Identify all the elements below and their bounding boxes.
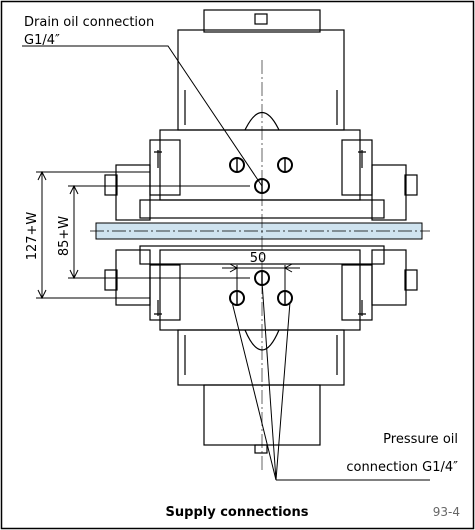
dimension-lines [36, 170, 300, 300]
leader-lines [22, 45, 430, 481]
pressure-label-line2: connection G1/4″ [346, 460, 458, 475]
dim-port-spacing: 50 [250, 251, 267, 266]
drain-oil-ports [229, 157, 293, 194]
actuator-body [104, 9, 418, 454]
drain-label-line2: G1/4″ [24, 33, 60, 48]
dim-inner-height: 85+W [57, 216, 72, 256]
figure-number: 93-4 [433, 505, 460, 519]
pressure-oil-ports [229, 270, 293, 306]
dim-outer-height: 127+W [25, 212, 40, 261]
drain-label-line1: Drain oil connection [24, 15, 154, 30]
caption: Supply connections [166, 505, 309, 520]
pressure-label-line1: Pressure oil [383, 432, 458, 447]
